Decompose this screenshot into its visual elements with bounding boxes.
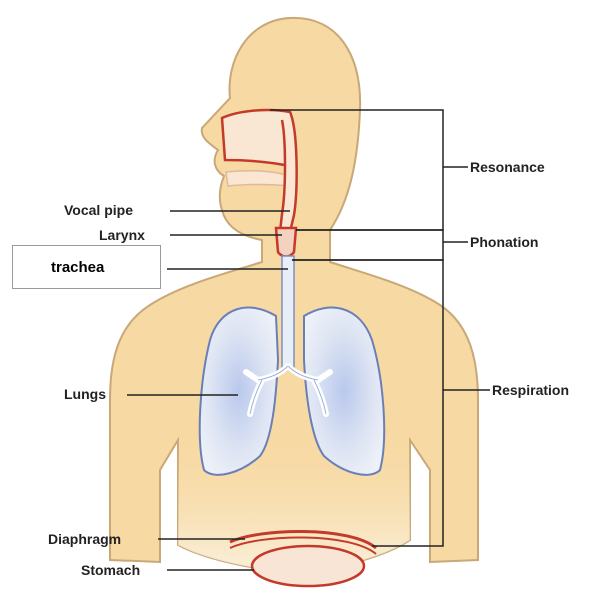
label-lungs: Lungs bbox=[64, 386, 106, 402]
label-vocal-pipe: Vocal pipe bbox=[64, 202, 133, 218]
label-diaphragm: Diaphragm bbox=[48, 531, 121, 547]
larynx-shape bbox=[276, 228, 296, 257]
label-trachea: trachea bbox=[51, 259, 104, 276]
label-respiration: Respiration bbox=[492, 382, 569, 398]
oral-cavity bbox=[226, 171, 290, 186]
stomach-shape bbox=[252, 546, 364, 586]
trachea-label-box: trachea bbox=[12, 245, 161, 289]
label-larynx: Larynx bbox=[99, 227, 145, 243]
trachea-tube bbox=[282, 256, 294, 368]
label-resonance: Resonance bbox=[470, 159, 545, 175]
label-stomach: Stomach bbox=[81, 562, 140, 578]
label-phonation: Phonation bbox=[470, 234, 538, 250]
